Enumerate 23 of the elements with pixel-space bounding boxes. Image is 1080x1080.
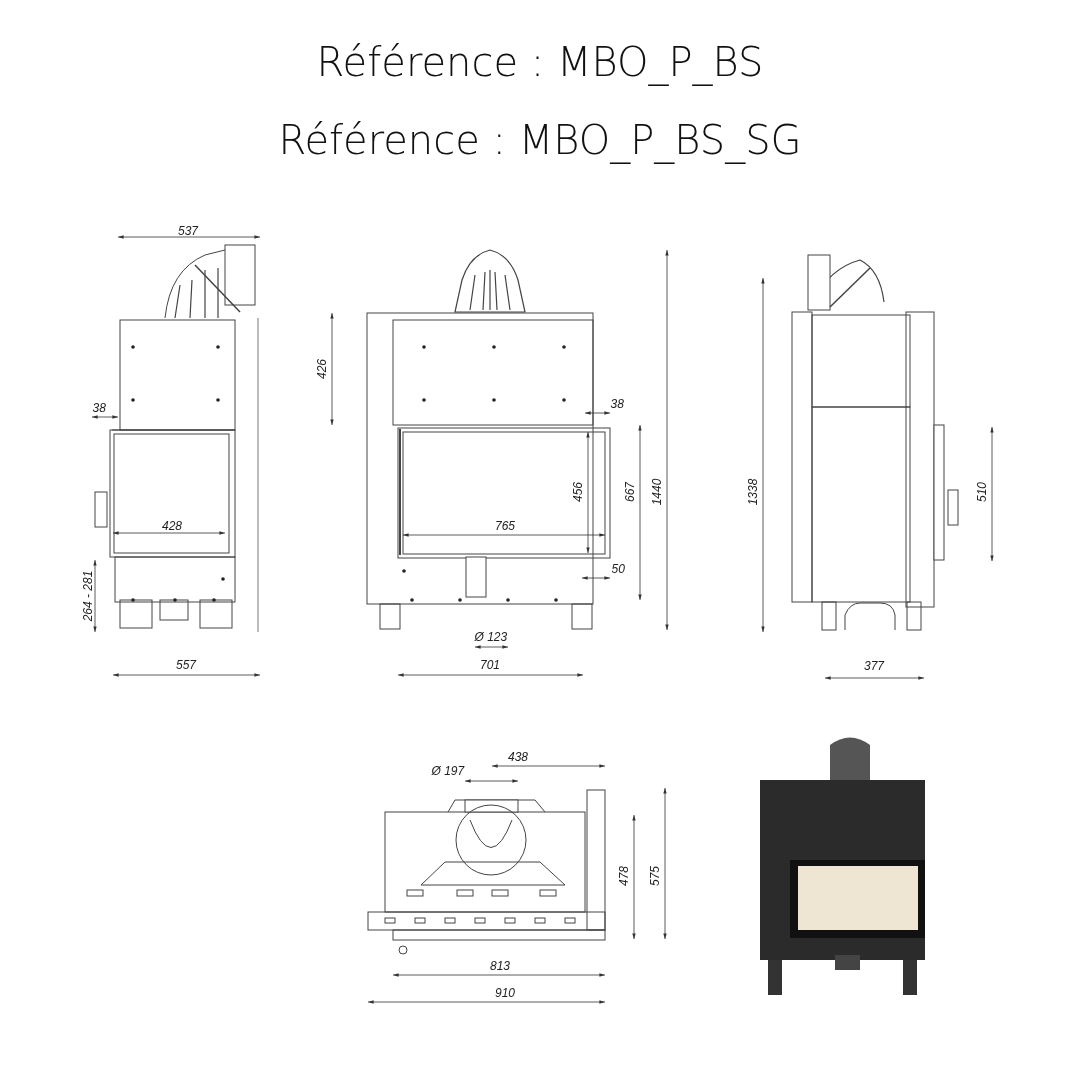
dimension-label: 264 - 281 [81, 570, 94, 622]
dimension-label: Ø 123 [474, 631, 508, 643]
dimension-label: 426 [316, 359, 328, 379]
dimension-label: 510 [976, 482, 988, 502]
dimension-label: 438 [508, 751, 529, 763]
dimension-label: Ø 197 [431, 765, 465, 777]
dimension-label: 667 [624, 482, 636, 502]
dimension-label: 813 [490, 960, 511, 972]
dimension-label: 50 [611, 563, 625, 575]
dimension-label: 910 [495, 987, 516, 999]
dimension-label: 765 [495, 520, 516, 532]
dimension-label: 456 [572, 482, 584, 502]
dimension-label: 1440 [650, 478, 663, 506]
dimension-label: 557 [176, 659, 197, 671]
dimension-label: 537 [178, 225, 199, 237]
dimension-label: 38 [610, 398, 624, 410]
dimension-label: 428 [162, 520, 183, 532]
dimension-label: 478 [618, 866, 630, 886]
dimension-label: 575 [649, 866, 661, 886]
dimension-label: 377 [864, 660, 885, 672]
dimension-label: 701 [480, 659, 501, 671]
dimension-label: 1338 [746, 478, 759, 506]
dimension-label: 38 [92, 402, 106, 414]
